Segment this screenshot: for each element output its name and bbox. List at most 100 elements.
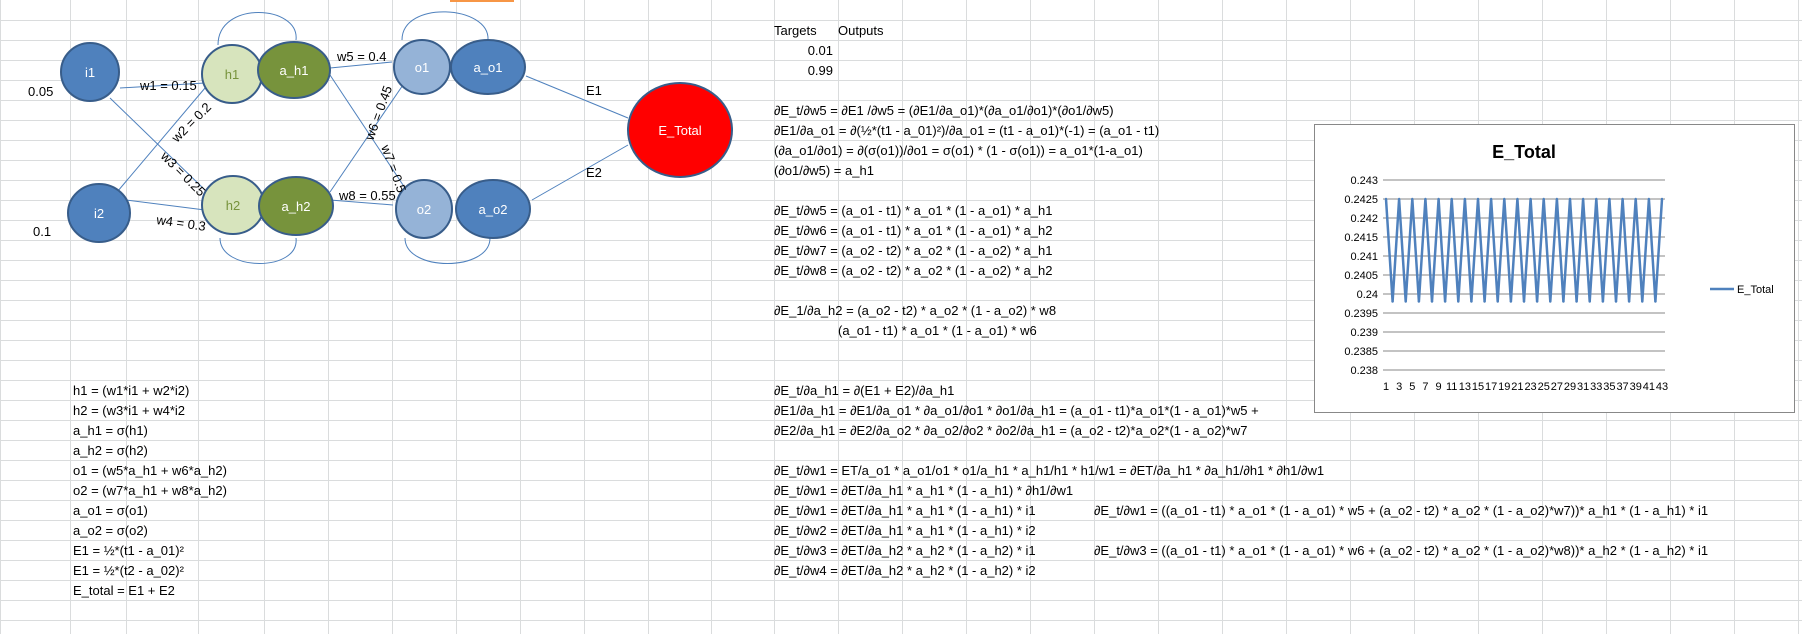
data-point (1483, 300, 1486, 303)
data-point (1489, 197, 1493, 201)
x-tick-label: 27 (1551, 381, 1563, 393)
deriv-row[interactable]: ∂E_t/∂w5 = (a_o1 - t1) * a_o1 * (1 - a_o… (774, 203, 1053, 218)
node-i1 (60, 42, 120, 102)
data-point (1496, 300, 1499, 303)
data-point (1457, 300, 1460, 303)
deriv-row[interactable]: ∂E1/∂a_o1 = ∂(½*(t1 - a_01)²)/∂a_o1 = (t… (774, 123, 1160, 138)
deriv-row[interactable]: ∂E_t/∂w3 = ((a_o1 - t1) * a_o1 * (1 - a_… (1094, 543, 1709, 558)
data-point (1411, 197, 1414, 201)
data-point (1647, 197, 1651, 201)
y-tick-label: 0.2405 (1344, 270, 1378, 282)
deriv-row[interactable]: ∂E_t/∂w1 = ((a_o1 - t1) * a_o1 * (1 - a_… (1094, 503, 1709, 518)
x-tick-label: 35 (1603, 381, 1615, 393)
node-a-h2 (258, 176, 334, 236)
deriv-row[interactable]: (∂a_o1/∂o1) = ∂(σ(o1))/∂o1 = σ(o1) * (1 … (774, 143, 1143, 158)
x-tick-label: 33 (1590, 381, 1602, 393)
x-tick-label: 11 (1446, 381, 1457, 393)
eq-row[interactable]: a_o1 = σ(o1) (73, 503, 148, 518)
eq-row[interactable]: E_total = E1 + E2 (73, 583, 175, 598)
deriv-row[interactable]: ∂E_t/∂w6 = (a_o1 - t1) * a_o1 * (1 - a_o… (774, 223, 1053, 238)
x-tick-label: 17 (1485, 381, 1497, 393)
eq-row[interactable]: a_h1 = σ(h1) (73, 423, 148, 438)
target-t1[interactable]: 0.01 (807, 43, 833, 58)
eq-row[interactable]: a_o2 = σ(o2) (73, 523, 148, 538)
diagram-connections (109, 11, 629, 264)
chart-plot: E_Total0.2380.23850.2390.23950.240.24050… (1344, 142, 1773, 393)
data-point (1509, 300, 1513, 303)
deriv-row[interactable]: ∂E1/∂a_h1 = ∂E1/∂a_o1 * ∂a_o1/∂o1 * ∂o1/… (774, 403, 1259, 418)
error-e2-label: E2 (586, 165, 602, 180)
x-tick-label: 41 (1643, 381, 1655, 393)
y-tick-label: 0.2425 (1344, 194, 1378, 206)
x-tick-label: 5 (1409, 381, 1415, 393)
chart-title: E_Total (1492, 142, 1556, 162)
data-point (1476, 197, 1480, 201)
data-point (1391, 300, 1394, 303)
deriv-row[interactable]: ∂E_t/∂w2 = ∂ET/∂a_h1 * a_h1 * (1 - a_h1)… (774, 523, 1036, 538)
deriv-row[interactable]: ∂E_t/∂w3 = ∂ET/∂a_h2 * a_h2 * (1 - a_h2)… (774, 543, 1036, 558)
targets-header[interactable]: Targets (774, 23, 817, 38)
weight-w6: w6 = 0.45 (361, 84, 395, 143)
data-point (1516, 197, 1519, 201)
y-tick-label: 0.24 (1357, 289, 1378, 301)
x-tick-label: 7 (1422, 381, 1428, 393)
node-i1-label: i1 (85, 65, 95, 80)
deriv-row[interactable]: ∂E_t/∂a_h1 = ∂(E1 + E2)/∂a_h1 (774, 383, 955, 398)
node-o1-label: o1 (415, 60, 429, 75)
data-point (1529, 197, 1532, 201)
eq-row[interactable]: h1 = (w1*i1 + w2*i2) (73, 383, 190, 398)
node-h1-label: h1 (225, 67, 239, 82)
data-point (1562, 300, 1565, 303)
deriv-row[interactable]: ∂E_t/∂w7 = (a_o2 - t2) * a_o2 * (1 - a_o… (774, 243, 1053, 258)
deriv-row[interactable]: (a_o1 - t1) * a_o1 * (1 - a_o1) * w6 (838, 323, 1037, 338)
deriv-row[interactable]: ∂E_t/∂w1 = ∂ET/∂a_h1 * a_h1 * (1 - a_h1)… (774, 483, 1074, 498)
data-point (1384, 197, 1388, 201)
data-point (1549, 300, 1552, 303)
deriv-row[interactable]: (∂o1/∂w5) = a_h1 (774, 163, 874, 178)
data-point (1437, 197, 1440, 201)
deriv-row[interactable]: ∂E_t/∂w8 = (a_o2 - t2) * a_o2 * (1 - a_o… (774, 263, 1053, 278)
target-t2[interactable]: 0.99 (807, 63, 833, 78)
weight-w3: w3 = 0.25 (157, 148, 208, 199)
node-a-o1-label: a_o1 (474, 60, 503, 75)
data-point (1417, 300, 1421, 303)
node-i2-label: i2 (94, 206, 104, 221)
x-tick-label: 25 (1538, 381, 1550, 393)
node-e-total (627, 82, 733, 178)
eq-row[interactable]: E1 = ½*(t2 - a_02)² (73, 563, 184, 578)
y-tick-label: 0.238 (1350, 365, 1378, 377)
input-i2-value: 0.1 (33, 224, 51, 239)
data-point (1404, 300, 1407, 303)
x-tick-label: 3 (1396, 381, 1402, 393)
node-a-h2-label: a_h2 (282, 199, 311, 214)
deriv-row[interactable]: ∂E_t/∂w1 = ∂ET/∂a_h1 * a_h1 * (1 - a_h1)… (774, 503, 1036, 518)
deriv-row[interactable]: ∂E_t/∂w4 = ∂ET/∂a_h2 * a_h2 * (1 - a_h2)… (774, 563, 1036, 578)
weight-w4: w4 = 0.3 (155, 212, 207, 234)
deriv-row[interactable]: ∂E_t/∂w5 = ∂E1 /∂w5 = (∂E1/∂a_o1)*(∂a_o1… (774, 103, 1114, 118)
deriv-row[interactable]: ∂E2/∂a_h1 = ∂E2/∂a_o2 * ∂a_o2/∂o2 * ∂o2/… (774, 423, 1248, 438)
eq-row[interactable]: o2 = (w7*a_h1 + w8*a_h2) (73, 483, 227, 498)
eq-row[interactable]: E1 = ½*(t1 - a_01)² (73, 543, 184, 558)
x-tick-label: 31 (1577, 381, 1589, 393)
x-tick-label: 13 (1459, 381, 1471, 393)
node-o2-label: o2 (417, 202, 431, 217)
x-tick-label: 23 (1524, 381, 1536, 393)
eq-row[interactable]: h2 = (w3*i1 + w4*i2 (73, 403, 186, 418)
x-tick-label: 39 (1630, 381, 1642, 393)
outputs-header[interactable]: Outputs (838, 23, 884, 38)
data-point (1522, 300, 1526, 303)
eq-row[interactable]: o1 = (w5*a_h1 + w6*a_h2) (73, 463, 227, 478)
data-point (1634, 197, 1637, 201)
data-point (1595, 197, 1598, 201)
y-tick-label: 0.239 (1350, 327, 1378, 339)
eq-row[interactable]: a_h2 = σ(h2) (73, 443, 148, 458)
node-a-o2-label: a_o2 (479, 202, 508, 217)
deriv-row[interactable]: ∂E_t/∂w1 = ET/a_o1 * a_o1/o1 * o1/a_h1 *… (774, 463, 1325, 478)
data-point (1503, 197, 1506, 201)
weight-w8: w8 = 0.55 (338, 188, 396, 203)
x-tick-label: 9 (1436, 381, 1442, 393)
data-point (1660, 197, 1664, 201)
data-point (1535, 300, 1539, 303)
deriv-row[interactable]: ∂E_1/∂a_h2 = (a_o2 - t2) * a_o2 * (1 - a… (774, 303, 1057, 318)
